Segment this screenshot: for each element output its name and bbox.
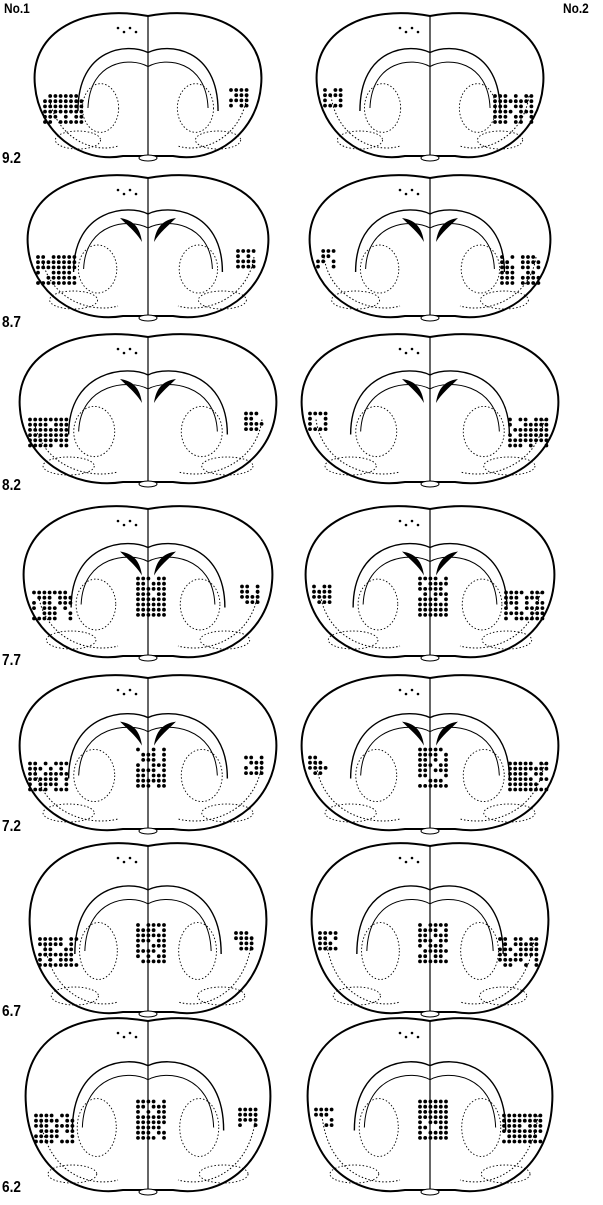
section-7-no1 [26,1018,271,1195]
section-5-no2 [302,675,559,834]
section-4-no1 [24,506,273,661]
section-1-no2 [317,13,544,161]
section-3-no2 [302,334,559,487]
section-2-no1 [28,175,269,321]
section-6-no1 [30,843,267,1017]
section-2-no2 [310,175,551,321]
section-6-no2 [312,843,549,1017]
section-7-no2 [308,1018,553,1195]
section-4-no2 [306,506,555,661]
section-3-no1 [20,334,277,487]
section-5-no1 [20,675,277,834]
section-1-no1 [35,13,262,161]
